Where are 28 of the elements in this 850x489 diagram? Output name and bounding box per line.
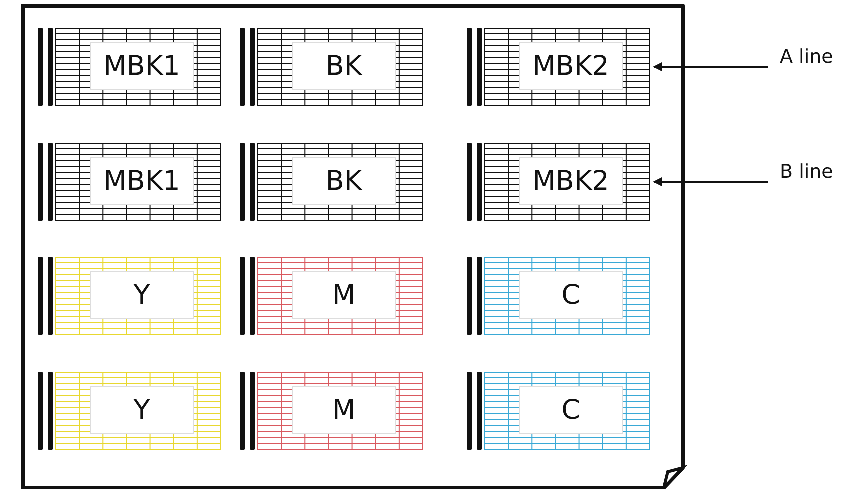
pattern-label: MBK2 (532, 166, 610, 196)
pattern-label: MBK1 (104, 50, 180, 82)
pattern-label: C (562, 280, 580, 310)
test-pattern (240, 28, 424, 106)
pattern-label: M (332, 280, 356, 310)
pattern-label: M (332, 394, 356, 426)
test-pattern (38, 372, 222, 450)
test-pattern (240, 372, 424, 450)
test-pattern (240, 143, 424, 221)
arrow (653, 62, 768, 72)
test-pattern (467, 143, 651, 221)
arrow (653, 178, 768, 186)
test-pattern (467, 257, 651, 335)
line-label: A line (780, 46, 834, 68)
pattern-label: BK (326, 166, 362, 196)
test-pattern (38, 28, 222, 106)
test-pattern (38, 257, 222, 335)
test-pattern (467, 372, 651, 450)
line-label: B line (780, 161, 834, 183)
test-pattern (38, 143, 222, 221)
pattern-label: MBK1 (104, 166, 180, 196)
pattern-label: Y (134, 280, 150, 310)
pattern-label: BK (326, 50, 362, 82)
pattern-label: Y (134, 394, 150, 426)
pattern-label: C (562, 394, 580, 426)
pattern-label: MBK2 (532, 50, 610, 82)
test-pattern (467, 28, 651, 106)
test-pattern (240, 257, 424, 335)
